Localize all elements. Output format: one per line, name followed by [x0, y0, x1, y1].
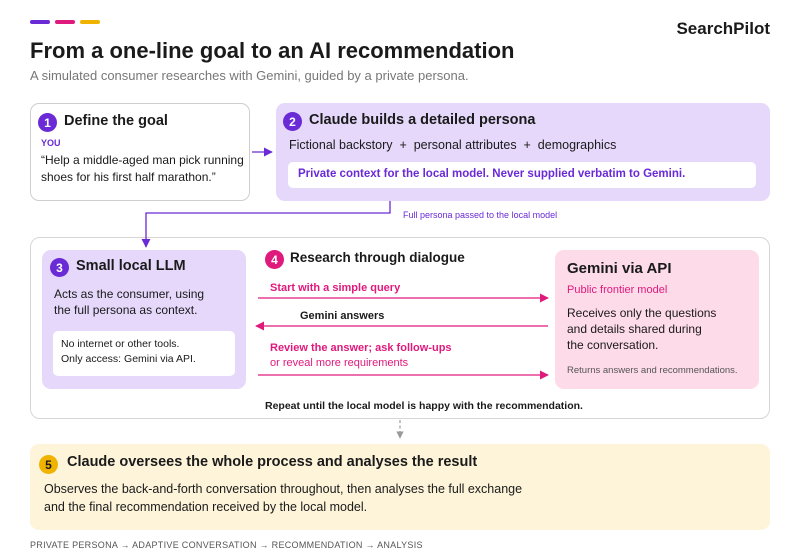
footer-flow-summary: PRIVATE PERSONA → ADAPTIVE CONVERSATION … [30, 540, 423, 550]
step-5-card: 5 Claude oversees the whole process and … [30, 444, 770, 530]
step-2-title: Claude builds a detailed persona [309, 112, 536, 128]
gemini-returns: Returns answers and recommendations. [567, 365, 738, 376]
step-1-quote-line1: “Help a middle-aged man pick running [41, 153, 244, 167]
step-1-badge: 1 [38, 113, 57, 132]
step-1-quote-line2: shoes for his first half marathon.” [41, 170, 216, 184]
gemini-tag: Public frontier model [567, 284, 668, 296]
gemini-card: Gemini via API Public frontier model Rec… [555, 250, 759, 389]
message-gemini-answers: Gemini answers [300, 310, 385, 322]
message-follow-ups-line2: or reveal more requirements [270, 357, 409, 369]
private-context-note: Private context for the local model. Nev… [288, 162, 756, 188]
limit-line2: Only access: Gemini via API. [61, 353, 196, 365]
gemini-desc-line3: the conversation. [567, 338, 659, 352]
step-1-title: Define the goal [64, 113, 168, 129]
step-2-badge: 2 [283, 112, 302, 131]
step-5-badge: 5 [39, 455, 58, 474]
step-3-badge: 3 [50, 258, 69, 277]
connector-label: Full persona passed to the local model [403, 210, 558, 220]
message-simple-query: Start with a simple query [270, 282, 401, 294]
persona-attr-personal: personal attributes [413, 138, 517, 152]
limit-line1: No internet or other tools. [61, 338, 180, 350]
message-follow-ups-line1: Review the answer; ask follow-ups [270, 342, 452, 354]
plus-sign: + [523, 138, 531, 152]
step-5-desc-line2: and the final recommendation received by… [44, 500, 368, 514]
page-subtitle: A simulated consumer researches with Gem… [30, 68, 469, 83]
persona-attr-demographics: demographics [537, 138, 617, 152]
step-5-title: Claude oversees the whole process and an… [67, 454, 478, 470]
step-3-title: Small local LLM [76, 258, 186, 274]
gemini-title: Gemini via API [567, 260, 672, 277]
gemini-desc-line2: and details shared during [567, 322, 702, 336]
step-4-title: Research through dialogue [290, 250, 465, 265]
step-2-attributes: Fictional backstory + personal attribute… [289, 137, 616, 154]
step-3-card: 3 Small local LLM Acts as the consumer, … [42, 250, 246, 389]
accent-bar-amber [80, 20, 100, 24]
accent-bar-magenta [55, 20, 75, 24]
page-title: From a one-line goal to an AI recommenda… [30, 38, 515, 63]
persona-attr-backstory: Fictional backstory [289, 138, 393, 152]
step-4-badge: 4 [265, 250, 284, 269]
plus-sign: + [399, 138, 407, 152]
step-5-desc-line1: Observes the back-and-forth conversation… [44, 482, 523, 496]
step-3-desc-line1: Acts as the consumer, using [54, 287, 205, 301]
gemini-desc-line1: Receives only the questions [567, 306, 717, 320]
local-llm-limits: No internet or other tools. Only access:… [53, 331, 235, 376]
step-1-card: 1 Define the goal YOU “Help a middle-age… [30, 103, 250, 201]
accent-bar-purple [30, 20, 50, 24]
step-1-role: YOU [41, 138, 61, 148]
step-2-card: 2 Claude builds a detailed persona Ficti… [276, 103, 770, 201]
step-3-desc-line2: the full persona as context. [54, 303, 198, 317]
repeat-note: Repeat until the local model is happy wi… [265, 400, 583, 412]
brand-logo: SearchPilot [676, 19, 770, 38]
